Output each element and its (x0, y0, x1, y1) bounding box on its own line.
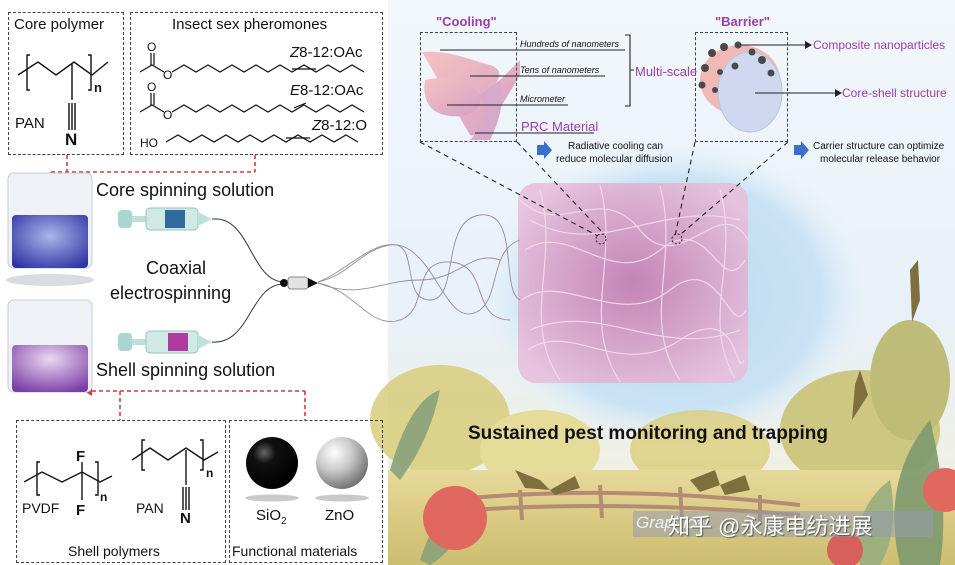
pheromones-box (130, 12, 383, 155)
apple (423, 486, 487, 550)
core-pan-label: PAN (15, 115, 45, 132)
bottom-title: Sustained pest monitoring and trapping (468, 423, 828, 444)
shell-polymers-title: Shell polymers (68, 543, 160, 559)
pheromones-title: Insect sex pheromones (172, 16, 328, 33)
multiscale-label: Multi-scale (635, 64, 698, 79)
pan-shell-structure (131, 439, 219, 510)
moth-icon (515, 260, 920, 495)
core-solution-label: Core spinning solution (96, 180, 275, 200)
sio2-sphere (246, 437, 298, 489)
pan-core-structure (17, 54, 109, 130)
cooling-fiber-illustration (422, 51, 520, 140)
scale-tens-nm: Tens of nanometers (520, 65, 600, 75)
watermark (633, 511, 933, 537)
core-syringe (118, 207, 212, 231)
pan-shell-label: PAN (136, 500, 164, 516)
barrier-note-line2: molecular release behavior (820, 154, 941, 165)
watermark-cn: 知乎 @永康电纺进展 (668, 514, 873, 539)
cooling-zoom-box (420, 32, 517, 142)
functional-materials-title: Functional materials (232, 543, 358, 559)
composite-nanoparticles-label: Composite nanoparticles (813, 38, 946, 52)
core-beaker (6, 172, 94, 286)
pheromone-2-name: E8-12:OAc (290, 82, 364, 99)
watermark-en: Graphical (636, 513, 709, 532)
core-shell-label: Core-shell structure (842, 86, 947, 100)
zno-label: ZnO (325, 507, 355, 524)
apple (923, 468, 955, 512)
process-label-line1: Coaxial (146, 258, 207, 278)
shell-polymers-box (16, 420, 226, 563)
pvdf-label: PVDF (22, 500, 60, 516)
shell-beaker (7, 299, 93, 393)
core-pan-subscript: n (94, 80, 102, 95)
core-pan-nitrogen: N (65, 130, 78, 149)
cooling-note-line2: reduce molecular diffusion (556, 154, 673, 165)
pheromone-structures (139, 53, 365, 143)
pvdf-fluorine-top: F (76, 448, 86, 465)
barrier-core-shell-illustration (698, 41, 783, 133)
apple (827, 532, 863, 565)
orchard-trees (370, 320, 950, 490)
pan-shell-nitrogen: N (180, 510, 191, 527)
functional-materials-box (229, 420, 383, 563)
pheromone-1-oxygen-top: O (147, 40, 157, 54)
core-polymer-title: Core polymer (14, 16, 105, 33)
barrier-note-line1: Carrier structure can optimize (813, 141, 945, 152)
core-polymer-box (8, 12, 124, 155)
left-illustrations (6, 53, 369, 510)
pheromone-2-oxygen-mid: O (163, 108, 173, 122)
jet-fibers (317, 214, 521, 322)
scale-micrometer: Micrometer (520, 94, 566, 104)
sio2-label: SiO2 (256, 507, 287, 527)
zno-sphere (316, 437, 368, 489)
nanofiber-mat (518, 183, 749, 383)
pheromone-2-oxygen-top: O (147, 80, 157, 94)
pheromone-1-oxygen-mid: O (163, 68, 173, 82)
pvdf-structure (23, 461, 113, 500)
process-label-line2: electrospinning (110, 283, 232, 303)
barrier-zoom-box (695, 32, 788, 142)
cooling-note-line1: Radiative cooling can (568, 141, 664, 152)
barrier-title: "Barrier" (715, 14, 770, 29)
coaxial-needle (280, 276, 318, 290)
pvdf-fluorine-bottom: F (76, 502, 86, 519)
blue-arrow-barrier (794, 141, 809, 159)
shell-syringe (118, 330, 212, 354)
pan-shell-subscript: n (206, 466, 214, 480)
prc-material-label: PRC Material (521, 119, 599, 134)
blue-arrow-cooling (537, 141, 552, 159)
pheromone-3-name: Z8-12:O (312, 117, 368, 134)
scale-hundreds-nm: Hundreds of nanometers (520, 39, 620, 49)
shell-solution-label: Shell spinning solution (96, 360, 276, 380)
pheromone-3-hydroxyl: HO (140, 136, 158, 150)
pheromone-1-name: Z8-12:OAc (290, 44, 363, 61)
pvdf-subscript: n (100, 490, 108, 504)
cooling-title: "Cooling" (436, 14, 497, 29)
